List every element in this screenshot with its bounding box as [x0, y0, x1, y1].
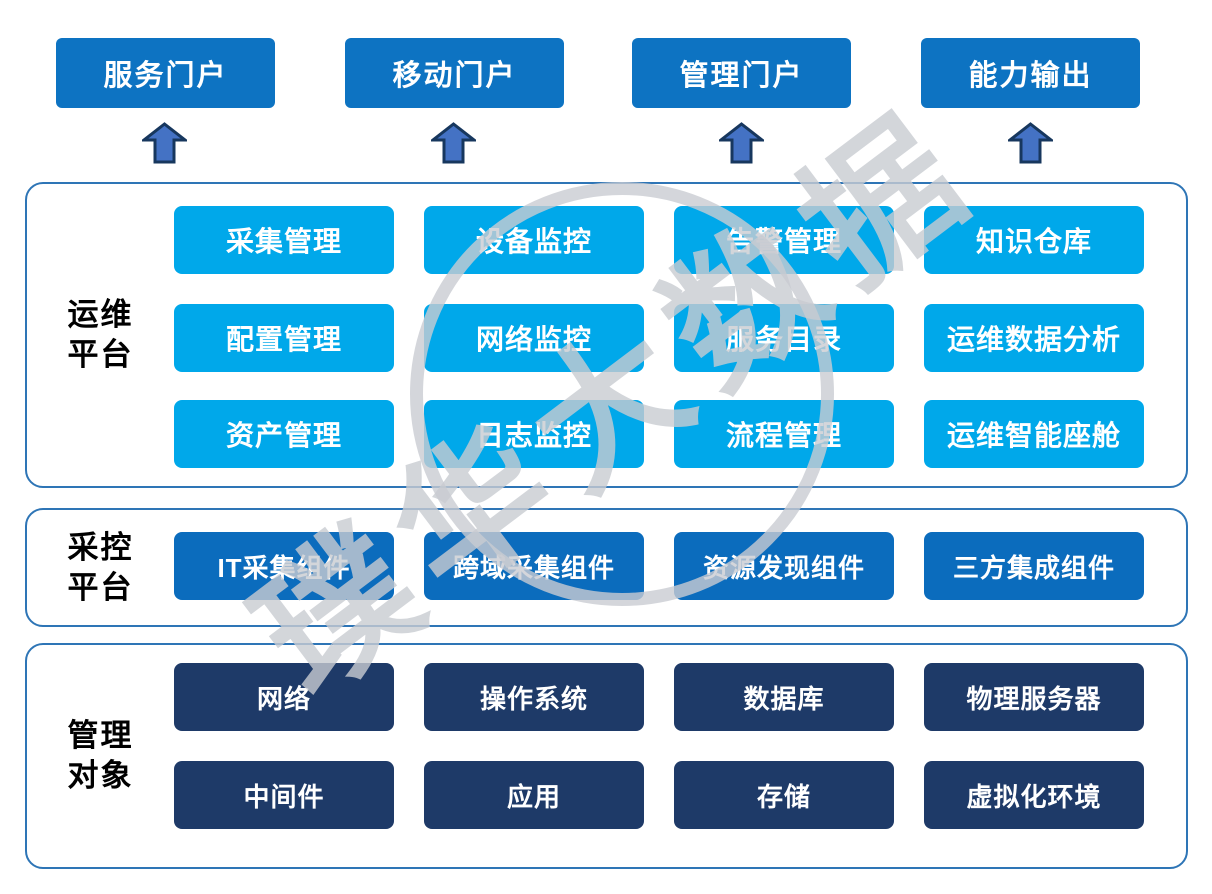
section-label: 采控 平台 [27, 510, 174, 625]
managed-object-box: 虚拟化环境 [924, 761, 1144, 829]
ops-module-box: 日志监控 [424, 400, 644, 468]
ops-module-box: 设备监控 [424, 206, 644, 274]
collect-component-box: 跨域采集组件 [424, 532, 644, 600]
module-row: 配置管理 网络监控 服务目录 运维数据分析 [174, 304, 1144, 372]
ops-module-box: 知识仓库 [924, 206, 1144, 274]
section-label-line: 采控 [67, 529, 134, 565]
section-collection-platform: 采控 平台 IT采集组件 跨域采集组件 资源发现组件 三方集成组件 [25, 508, 1188, 627]
managed-object-box: 中间件 [174, 761, 394, 829]
collect-component-box: 三方集成组件 [924, 532, 1144, 600]
module-row: 资产管理 日志监控 流程管理 运维智能座舱 [174, 400, 1144, 468]
ops-module-box: 运维数据分析 [924, 304, 1144, 372]
managed-object-box: 应用 [424, 761, 644, 829]
up-arrow-icon [1008, 122, 1053, 164]
module-row: IT采集组件 跨域采集组件 资源发现组件 三方集成组件 [174, 532, 1144, 600]
module-row: 网络 操作系统 数据库 物理服务器 [174, 663, 1144, 731]
ops-module-box: 网络监控 [424, 304, 644, 372]
ops-module-box: 服务目录 [674, 304, 894, 372]
section-label: 运维 平台 [27, 184, 174, 486]
section-label-line: 管理 [67, 718, 134, 754]
up-arrow-icon [719, 122, 764, 164]
up-arrow-icon [431, 122, 476, 164]
section-label-line: 平台 [67, 569, 134, 605]
managed-object-box: 网络 [174, 663, 394, 731]
ops-module-box: 资产管理 [174, 400, 394, 468]
section-label-line: 运维 [67, 297, 134, 333]
portal-box-capability: 能力输出 [921, 38, 1140, 108]
portal-box-service: 服务门户 [56, 38, 275, 108]
portal-box-mobile: 移动门户 [345, 38, 564, 108]
ops-module-box: 采集管理 [174, 206, 394, 274]
section-managed-objects: 管理 对象 网络 操作系统 数据库 物理服务器 中间件 应用 存储 虚拟化环境 [25, 643, 1188, 869]
module-row: 中间件 应用 存储 虚拟化环境 [174, 761, 1144, 829]
ops-module-box: 配置管理 [174, 304, 394, 372]
section-ops-platform: 运维 平台 采集管理 设备监控 告警管理 知识仓库 配置管理 网络监控 服务目录… [25, 182, 1188, 488]
ops-module-box: 运维智能座舱 [924, 400, 1144, 468]
portal-box-admin: 管理门户 [632, 38, 851, 108]
managed-object-box: 数据库 [674, 663, 894, 731]
ops-module-box: 告警管理 [674, 206, 894, 274]
up-arrow-icon [142, 122, 187, 164]
ops-module-box: 流程管理 [674, 400, 894, 468]
section-label-line: 对象 [67, 758, 134, 793]
module-row: 采集管理 设备监控 告警管理 知识仓库 [174, 206, 1144, 274]
section-label-line: 平台 [67, 337, 134, 372]
collect-component-box: IT采集组件 [174, 532, 394, 600]
collect-component-box: 资源发现组件 [674, 532, 894, 600]
section-label: 管理 对象 [27, 645, 174, 867]
managed-object-box: 存储 [674, 761, 894, 829]
managed-object-box: 操作系统 [424, 663, 644, 731]
managed-object-box: 物理服务器 [924, 663, 1144, 731]
